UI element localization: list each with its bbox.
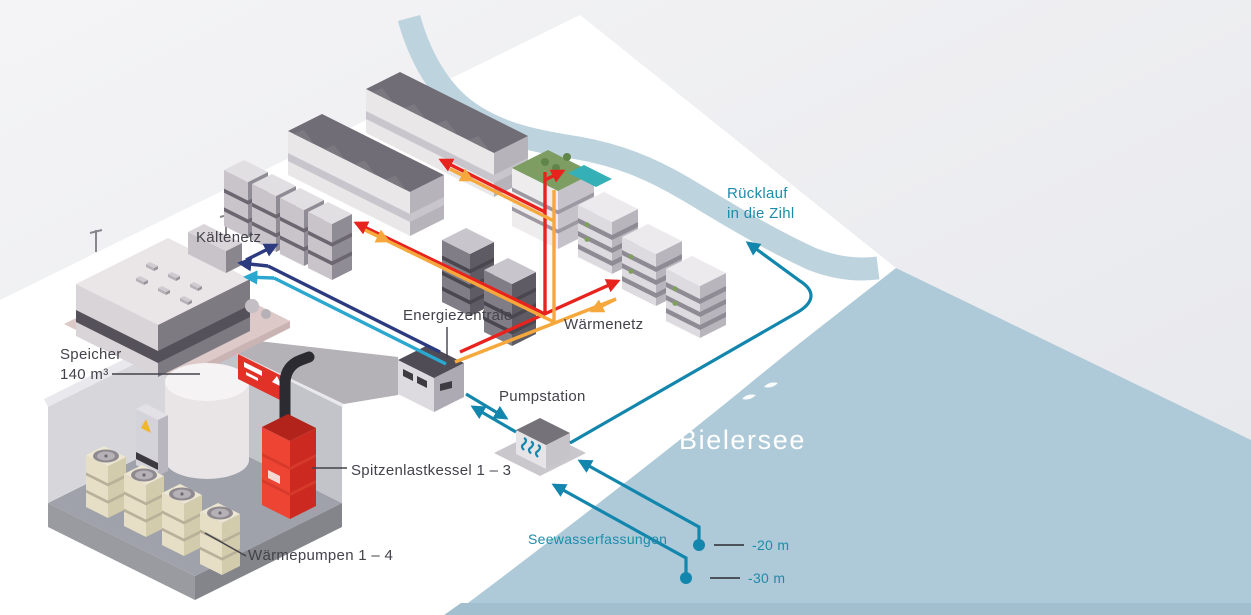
- label-heat-pumps: Wärmepumpen 1 – 4: [248, 547, 394, 564]
- label-heat-network: Wärmenetz: [564, 316, 644, 333]
- network-lines: [237, 158, 813, 578]
- lake-bottom-edge: [444, 603, 1251, 615]
- lake-bielersee: [452, 268, 1251, 615]
- label-depth-30m: -30 m: [748, 570, 786, 586]
- zoom-wedge: [197, 334, 398, 404]
- pointer-lines: [112, 327, 448, 557]
- lake-water-lines: [465, 241, 813, 578]
- label-lake-name: Bielersee: [679, 425, 806, 455]
- heat-return-lines: [364, 167, 617, 364]
- depth-markers: [680, 539, 744, 584]
- intake-pipe-30m: [551, 483, 688, 578]
- label-energy-center: Energiezentrale: [403, 307, 513, 324]
- label-storage-tank: Speicher 140 m³: [60, 346, 122, 383]
- label-pump-station: Pumpstation: [499, 388, 586, 405]
- label-cold-network: Kältenetz: [196, 229, 262, 246]
- label-water-intakes: Seewasserfassungen: [528, 531, 668, 547]
- cold-supply-lines: [237, 243, 441, 354]
- cold-return-lines: [243, 270, 447, 366]
- label-peak-load-boiler: Spitzenlastkessel 1 – 3: [351, 462, 512, 479]
- return-to-zihl-line: [569, 241, 813, 445]
- intake-dot-30m: [680, 572, 692, 584]
- label-depth-20m: -20 m: [752, 537, 790, 553]
- intake-dot-20m: [693, 539, 705, 551]
- depth-dash-lines: [710, 544, 744, 579]
- label-return-to-zihl: Rücklauf in die Zihl: [727, 185, 795, 222]
- lake-wave-marks: [448, 334, 778, 565]
